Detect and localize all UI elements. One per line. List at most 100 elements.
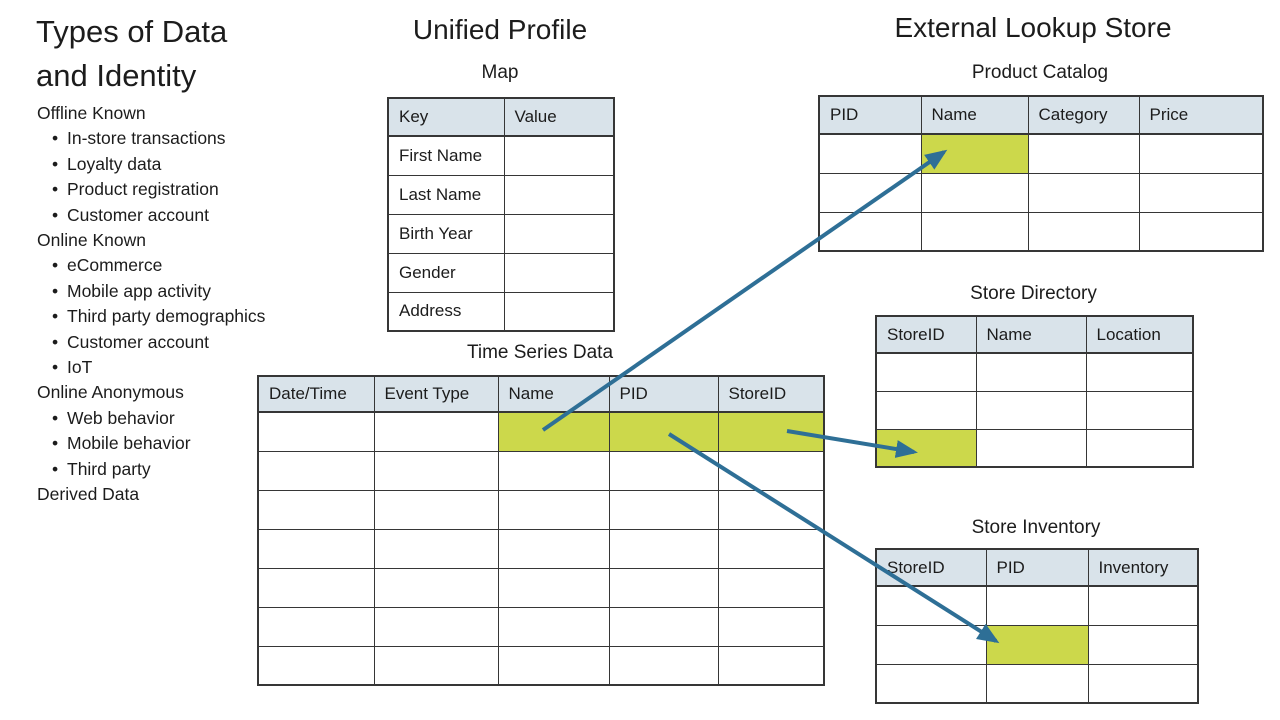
table-cell xyxy=(257,645,375,686)
highlight-cell xyxy=(497,411,610,452)
list-item: •Web behavior xyxy=(37,406,265,431)
bullet-icon: • xyxy=(52,280,59,301)
table-cell xyxy=(717,606,825,647)
table-cell xyxy=(503,252,615,293)
column-header: Inventory xyxy=(1087,548,1199,587)
table-cell xyxy=(497,567,610,608)
table-cell xyxy=(1087,663,1199,704)
list-section-label: Online Anonymous xyxy=(37,382,184,403)
highlight-cell xyxy=(608,411,719,452)
column-header: StoreID xyxy=(875,548,987,587)
external-lookup-title: External Lookup Store xyxy=(894,12,1172,43)
table-row: Address xyxy=(387,291,615,332)
bullet-icon: • xyxy=(52,357,59,378)
column-header: Name xyxy=(975,315,1087,354)
table-cell xyxy=(1027,172,1140,213)
table-cell xyxy=(503,174,615,215)
row-label-cell: Address xyxy=(387,291,505,332)
column-header: Location xyxy=(1085,315,1194,354)
table-cell xyxy=(1085,390,1194,430)
column-header: Event Type xyxy=(373,375,499,413)
table-cell xyxy=(1087,624,1199,665)
list-item-label: Third party demographics xyxy=(67,306,266,327)
table-cell xyxy=(608,450,719,491)
list-section-label: Offline Known xyxy=(37,103,146,123)
list-item: • Third party demographics xyxy=(37,304,265,329)
list-item: • Mobile app activity xyxy=(37,279,265,304)
list-item: •In-store transactions xyxy=(37,126,265,151)
table-row xyxy=(875,428,1194,468)
table-cell xyxy=(1138,172,1264,213)
table-cell xyxy=(373,489,499,530)
bullet-icon: • xyxy=(52,153,59,174)
table-row xyxy=(257,528,825,569)
page-title: Types of Data and Identity xyxy=(36,10,227,98)
table-cell xyxy=(985,585,1089,626)
highlight-cell xyxy=(920,133,1029,174)
table-cell xyxy=(920,211,1029,252)
list-item: •IoT xyxy=(37,355,265,380)
table-cell xyxy=(608,528,719,569)
table-cell xyxy=(818,172,922,213)
table-cell xyxy=(497,489,610,530)
list-item: •Third party xyxy=(37,457,265,482)
table-row xyxy=(257,606,825,647)
column-header: Category xyxy=(1027,95,1140,135)
table-cell xyxy=(717,645,825,686)
table-cell xyxy=(1085,428,1194,468)
table-row: Last Name xyxy=(387,174,615,215)
table-cell xyxy=(257,450,375,491)
column-header: PID xyxy=(818,95,922,135)
table-cell xyxy=(985,663,1089,704)
page-title-line-2: and Identity xyxy=(36,58,197,93)
bullet-icon: • xyxy=(52,306,59,327)
list-item-label: Mobile app activity xyxy=(67,280,211,301)
table-cell xyxy=(257,606,375,647)
column-header: Key xyxy=(387,97,505,137)
table-cell xyxy=(373,567,499,608)
table-cell xyxy=(373,606,499,647)
table-cell xyxy=(608,567,719,608)
table-cell xyxy=(608,606,719,647)
table-row xyxy=(875,585,1199,626)
column-header: Name xyxy=(920,95,1029,135)
map-table-caption: Map xyxy=(481,62,519,83)
bullet-icon: • xyxy=(52,179,59,200)
list-item: •eCommerce xyxy=(37,253,265,278)
table-row xyxy=(257,645,825,686)
table-cell xyxy=(497,528,610,569)
bullet-icon: • xyxy=(52,255,59,276)
table-cell xyxy=(875,390,977,430)
table-row xyxy=(818,133,1264,174)
table-row: Birth Year xyxy=(387,213,615,254)
table-row xyxy=(818,211,1264,252)
table-cell xyxy=(1087,585,1199,626)
list-section-label: Online Known xyxy=(37,230,146,251)
column-header: StoreID xyxy=(875,315,977,354)
table-cell xyxy=(717,489,825,530)
bullet-icon: • xyxy=(52,433,59,454)
table-cell xyxy=(920,172,1029,213)
bullet-icon: • xyxy=(52,407,59,428)
list-item-label: Customer account xyxy=(67,204,210,225)
table-cell xyxy=(373,645,499,686)
table-row xyxy=(257,411,825,452)
table-cell xyxy=(373,528,499,569)
time-series-caption: Time Series Data xyxy=(466,342,614,363)
table-cell xyxy=(818,133,922,174)
table-cell xyxy=(503,213,615,254)
bullet-icon: • xyxy=(52,204,59,225)
list-item: •Loyalty data xyxy=(37,152,265,177)
page-title-line-1: Types of Data xyxy=(36,14,228,49)
